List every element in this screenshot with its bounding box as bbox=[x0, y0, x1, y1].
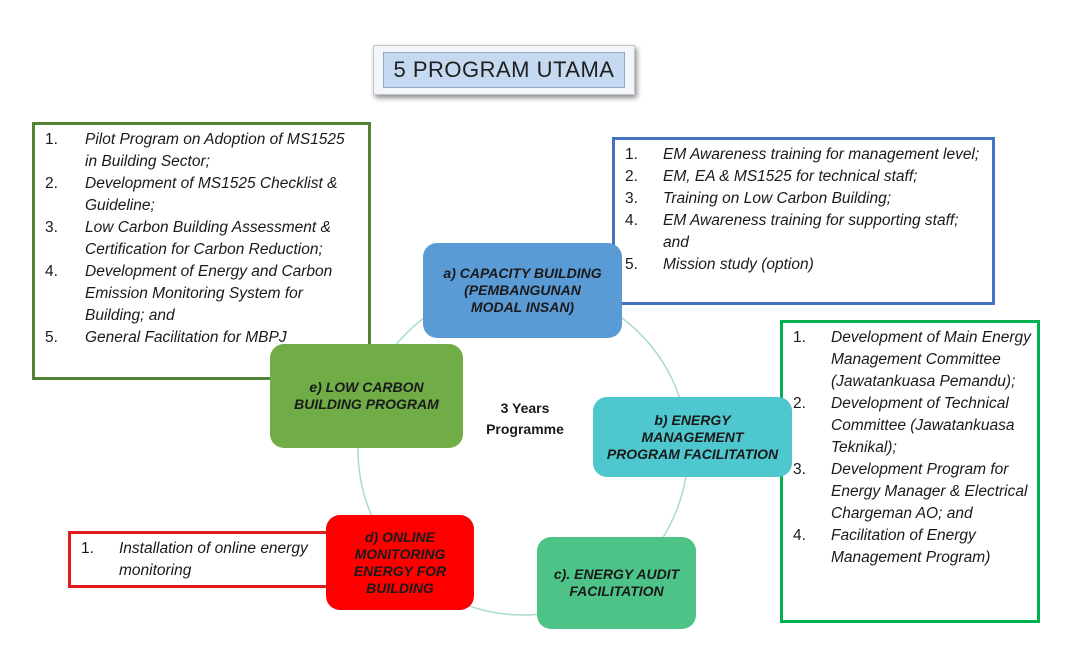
list-item-text: EM Awareness training for supporting sta… bbox=[663, 212, 959, 251]
list-item: 4. Development of Energy and Carbon Emiss… bbox=[45, 261, 360, 327]
list-item-text: Development of Energy and Carbon Emissio… bbox=[85, 263, 333, 324]
list-item: 2. Development of Technical Committee (Ja… bbox=[793, 393, 1031, 459]
low-carbon-list: 1. Pilot Program on Adoption of MS1525 in… bbox=[45, 129, 360, 349]
list-item: 1. Pilot Program on Adoption of MS1525 in… bbox=[45, 129, 360, 173]
list-item-number: 5. bbox=[45, 329, 58, 346]
node-e-line: BUILDING PROGRAM bbox=[294, 396, 439, 412]
node-d-line: ENERGY FOR bbox=[353, 562, 447, 579]
node-energy-audit: c). ENERGY AUDIT FACILITATION bbox=[537, 537, 696, 629]
list-item-number: 1. bbox=[45, 131, 58, 148]
list-item-text: Development Program for Energy Manager &… bbox=[831, 461, 1028, 522]
energy-management-list: 1. Development of Main Energy Management … bbox=[793, 327, 1031, 569]
list-item-number: 4. bbox=[45, 263, 58, 280]
list-item: 1. Installation of online energy monitori… bbox=[81, 538, 321, 582]
list-item-number: 1. bbox=[81, 540, 94, 557]
list-item-number: 4. bbox=[793, 527, 806, 544]
list-item-number: 5. bbox=[625, 256, 638, 273]
list-item-text: EM, EA & MS1525 for technical staff; bbox=[663, 168, 918, 185]
node-b-line: b) ENERGY bbox=[654, 411, 731, 428]
list-item: 2. EM, EA & MS1525 for technical staff; bbox=[625, 166, 986, 188]
node-c-line: FACILITATION bbox=[569, 583, 664, 599]
low-carbon-list-box: 1. Pilot Program on Adoption of MS1525 in… bbox=[32, 122, 371, 380]
node-capacity-building: a) CAPACITY BUILDING (PEMBANGUNAN MODAL … bbox=[423, 243, 622, 338]
list-item: 1. EM Awareness training for management l… bbox=[625, 144, 986, 166]
center-label-line: Programme bbox=[486, 421, 564, 437]
page-title: 5 PROGRAM UTAMA bbox=[383, 52, 625, 88]
list-item-text: General Facilitation for MBPJ bbox=[85, 329, 287, 346]
center-label: 3 Years Programme bbox=[470, 398, 580, 440]
list-item: 4. Facilitation of Energy Management Prog… bbox=[793, 525, 1031, 569]
list-item-text: Training on Low Carbon Building; bbox=[663, 190, 892, 207]
center-label-line: 3 Years bbox=[500, 400, 550, 416]
list-item-text: Facilitation of Energy Management Progra… bbox=[831, 527, 991, 566]
list-item: 3. Low Carbon Building Assessment & Certi… bbox=[45, 217, 360, 261]
node-low-carbon-building: e) LOW CARBON BUILDING PROGRAM bbox=[270, 344, 463, 448]
node-e-line: e) LOW CARBON bbox=[309, 379, 424, 395]
node-a-line: MODAL INSAN) bbox=[470, 299, 575, 315]
list-item: 1. Development of Main Energy Management … bbox=[793, 327, 1031, 393]
list-item-number: 2. bbox=[625, 168, 638, 185]
online-monitoring-list-box: 1. Installation of online energy monitori… bbox=[68, 531, 330, 588]
list-item: 3. Training on Low Carbon Building; bbox=[625, 188, 986, 210]
list-item: 5. General Facilitation for MBPJ bbox=[45, 327, 360, 349]
node-c-line: c). ENERGY AUDIT bbox=[553, 566, 680, 582]
list-item-number: 3. bbox=[793, 461, 806, 478]
list-item: 4. EM Awareness training for supporting s… bbox=[625, 210, 986, 254]
node-a-line: a) CAPACITY BUILDING bbox=[443, 265, 602, 281]
node-d-line: MONITORING bbox=[354, 545, 446, 562]
list-item-number: 2. bbox=[793, 395, 806, 412]
node-b-line: MANAGEMENT bbox=[641, 428, 744, 445]
list-item: 3. Development Program for Energy Manager… bbox=[793, 459, 1031, 525]
node-online-monitoring: d) ONLINE MONITORING ENERGY FOR BUILDING bbox=[326, 515, 474, 610]
list-item-text: Development of MS1525 Checklist & Guidel… bbox=[85, 175, 338, 214]
list-item-number: 3. bbox=[625, 190, 638, 207]
list-item-text: Mission study (option) bbox=[663, 256, 814, 273]
capacity-building-list: 1. EM Awareness training for management l… bbox=[625, 144, 986, 276]
title-frame: 5 PROGRAM UTAMA bbox=[373, 45, 635, 95]
list-item-number: 1. bbox=[625, 146, 638, 163]
list-item: 2. Development of MS1525 Checklist & Guid… bbox=[45, 173, 360, 217]
node-a-line: (PEMBANGUNAN bbox=[464, 282, 581, 298]
list-item-text: Installation of online energy monitoring bbox=[119, 540, 308, 579]
online-monitoring-list: 1. Installation of online energy monitori… bbox=[81, 538, 321, 582]
list-item-number: 2. bbox=[45, 175, 58, 192]
list-item-number: 1. bbox=[793, 329, 806, 346]
list-item-text: Low Carbon Building Assessment & Certifi… bbox=[85, 219, 331, 258]
node-d-line: d) ONLINE bbox=[365, 528, 435, 545]
capacity-building-list-box: 1. EM Awareness training for management l… bbox=[612, 137, 995, 305]
node-d-line: BUILDING bbox=[366, 579, 434, 596]
list-item-number: 3. bbox=[45, 219, 58, 236]
list-item-text: Pilot Program on Adoption of MS1525 in B… bbox=[85, 131, 345, 170]
list-item-number: 4. bbox=[625, 212, 638, 229]
energy-management-list-box: 1. Development of Main Energy Management … bbox=[780, 320, 1040, 623]
node-energy-management: b) ENERGY MANAGEMENT PROGRAM FACILITATIO… bbox=[593, 397, 792, 477]
list-item: 5. Mission study (option) bbox=[625, 254, 986, 276]
list-item-text: Development of Main Energy Management Co… bbox=[831, 329, 1031, 390]
node-b-line: PROGRAM FACILITATION bbox=[606, 445, 779, 462]
list-item-text: EM Awareness training for management lev… bbox=[663, 146, 980, 163]
list-item-text: Development of Technical Committee (Jawa… bbox=[831, 395, 1015, 456]
